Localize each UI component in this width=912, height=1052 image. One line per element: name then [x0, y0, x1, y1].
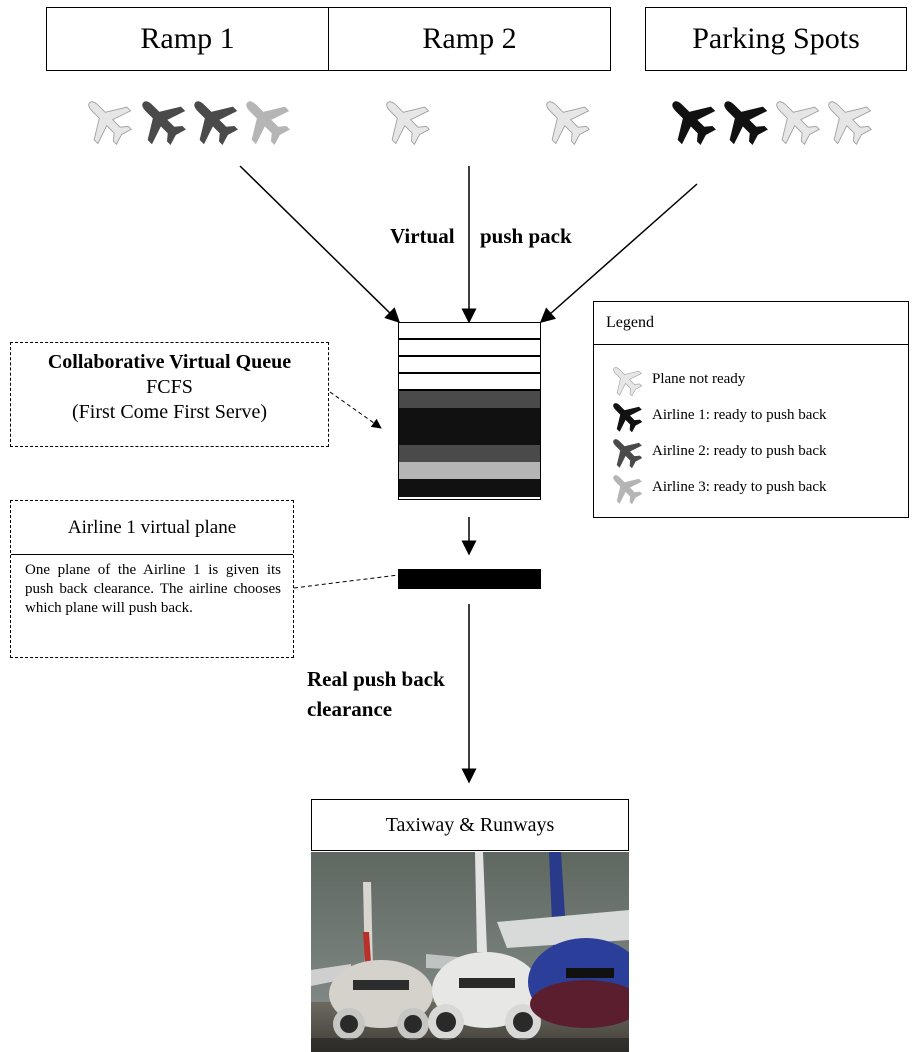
virtual-plane-bar [398, 569, 541, 589]
ramp1-box: Ramp 1 [46, 7, 329, 71]
real-clearance-line2: clearance [307, 697, 393, 721]
legend-item: Airline 1: ready to push back [608, 398, 827, 432]
plane-icon [724, 101, 768, 145]
plane-icon [246, 101, 290, 145]
plane-icon-shape [613, 403, 642, 432]
airline1-box-title: Airline 1 virtual plane [11, 501, 293, 555]
real-clearance-line1: Real push back [307, 667, 445, 691]
legend-header: Legend [594, 302, 908, 345]
taxiway-photo [311, 852, 629, 1052]
ramp1-label: Ramp 1 [140, 22, 235, 55]
virtual-push-label-1: Virtual [390, 224, 455, 248]
plane-icon [828, 101, 872, 145]
taxiway-box: Taxiway & Runways [311, 799, 629, 851]
queue-slot [399, 323, 540, 340]
taxiway-title: Taxiway & Runways [385, 813, 555, 836]
airline1-box: Airline 1 virtual plane One plane of the… [10, 500, 294, 658]
cvq-box: Collaborative Virtual Queue FCFS (First … [10, 342, 329, 447]
legend-item-label: Plane not ready [652, 370, 746, 387]
plane-icon [386, 101, 430, 145]
legend-item-label: Airline 1: ready to push back [652, 406, 827, 423]
plane-icon [546, 101, 590, 145]
parking-spots-box: Parking Spots [645, 7, 907, 71]
planes-layer [88, 101, 872, 145]
plane-icon-shape [613, 475, 642, 504]
cvq-fcfs-full: (First Come First Serve) [72, 401, 267, 423]
arrow-cvq-to-queue [329, 391, 382, 429]
airline1-box-title-text: Airline 1 virtual plane [67, 516, 237, 538]
virtual-push-label-2: push pack [480, 224, 572, 248]
legend-item-label: Airline 2: ready to push back [652, 442, 827, 459]
legend-item: Airline 3: ready to push back [608, 470, 827, 504]
queue-slot [399, 479, 540, 497]
queue-slot [399, 462, 540, 479]
plane-icon [142, 101, 186, 145]
queue-slot [399, 408, 540, 445]
plane-icon [194, 101, 238, 145]
plane-icon [672, 101, 716, 145]
plane-icon [613, 367, 642, 396]
legend-item: Plane not ready [608, 362, 745, 396]
legend-item: Airline 2: ready to push back [608, 434, 827, 468]
queue-slot [399, 391, 540, 408]
ramp2-label: Ramp 2 [422, 22, 517, 55]
plane-icon [613, 475, 642, 504]
plane-icon-shape [613, 367, 642, 396]
plane-icon [88, 101, 132, 145]
parking-spots-label: Parking Spots [692, 22, 860, 55]
legend-title: Legend [606, 314, 654, 331]
queue-slot [399, 357, 540, 374]
plane-icon [613, 439, 642, 468]
airline1-box-description: One plane of the Airline 1 is given its … [25, 562, 281, 616]
virtual-queue [398, 322, 541, 500]
legend-item-label: Airline 3: ready to push back [652, 478, 827, 495]
plane-icon [613, 403, 642, 432]
connector-airline-box-to-bar [293, 574, 399, 589]
queue-slot [399, 445, 540, 462]
arrow-ramp1-to-queue [239, 165, 401, 324]
queue-slot [399, 340, 540, 357]
plane-icon [776, 101, 820, 145]
cvq-title: Collaborative Virtual Queue [47, 351, 292, 373]
plane-icon-shape [613, 439, 642, 468]
ramp2-box: Ramp 2 [328, 7, 611, 71]
cvq-fcfs: FCFS [146, 376, 193, 398]
queue-slot [399, 374, 540, 391]
